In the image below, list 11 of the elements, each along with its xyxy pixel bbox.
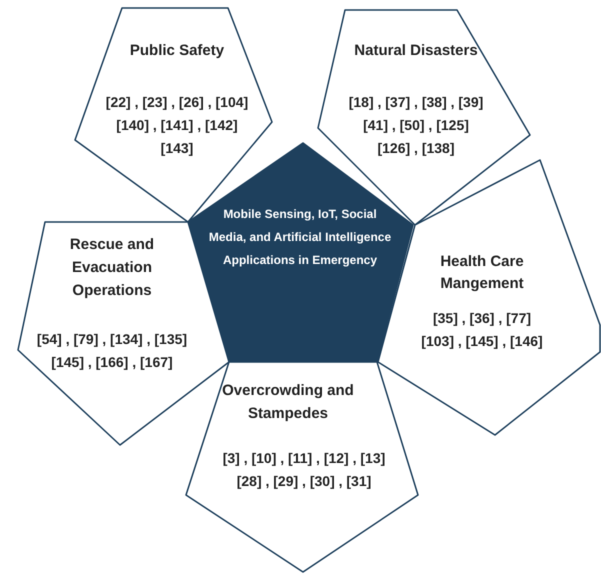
reference-list: [22] , [23] , [26] , [104] [140] , [141] , [142] [143] [102,91,252,160]
reference-list: [18] , [37] , [38] , [39] [41] , [50] , [125] [126] , [138] [348,91,484,160]
category-title: Overcrowding and Stampedes [221,381,355,424]
reference-list: [54] , [79] , [134] , [135] [145] , [166] , [167] [30,328,194,374]
center-title: Mobile Sensing, IoT, Social Media, and Artificial Intelligence Applications in Emergency [208,206,392,269]
reference-list: [35] , [36] , [77] [103] , [145] , [146] [417,307,547,353]
category-title: Health Care Mangement [439,252,525,294]
category-title: Natural Disasters [353,41,479,61]
category-title: Public Safety [128,41,226,61]
reference-list: [3] , [10] , [11] , [12] , [13] [28] , [29] , [30] , [31] [216,447,392,493]
category-title: Rescue and Evacuation Operations [68,235,156,301]
